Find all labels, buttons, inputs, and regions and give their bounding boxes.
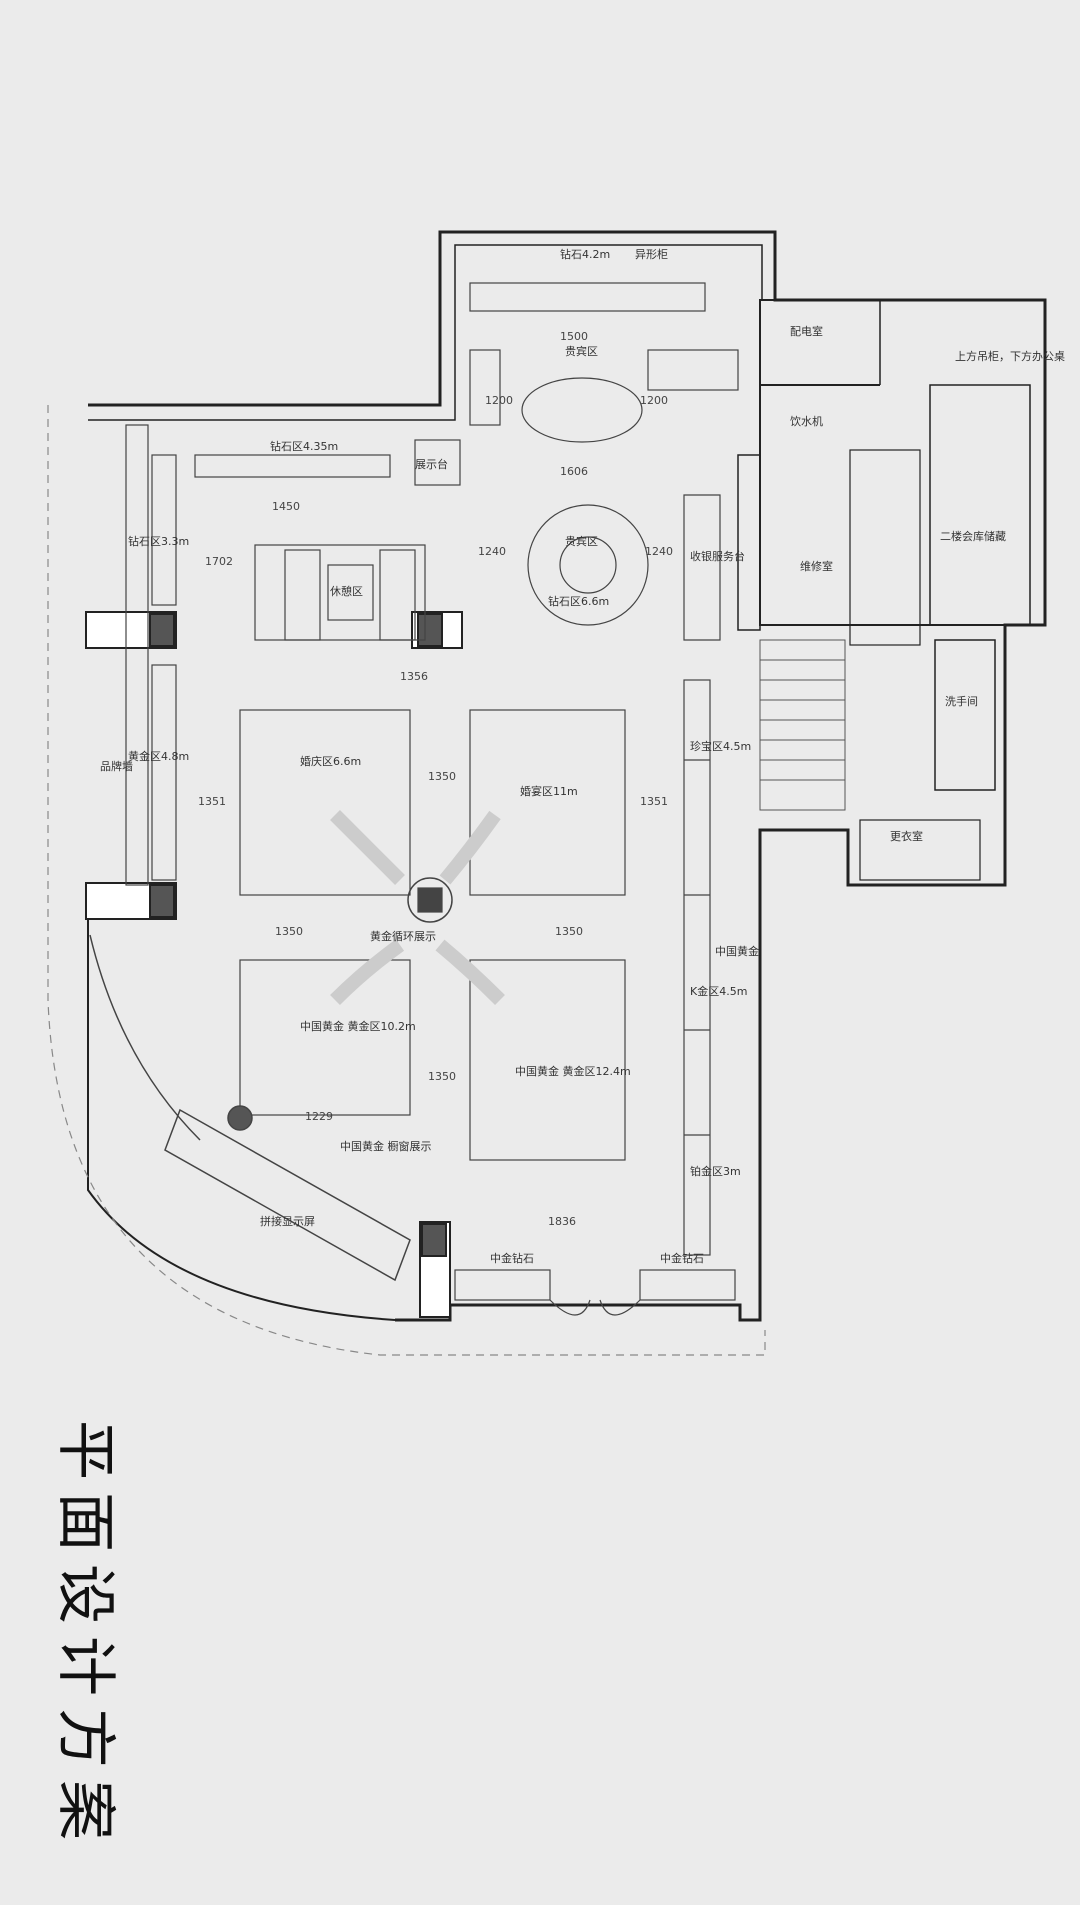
dim-label: 1350 <box>555 925 583 938</box>
zone-label: 婚庆区6.6m <box>300 754 361 768</box>
outer-wall <box>88 230 1047 1322</box>
left-cabinets <box>125 424 177 886</box>
dim-label: 1200 <box>640 394 668 407</box>
dim-label: 1836 <box>548 1215 576 1228</box>
room-label: 上方吊柜，下方办公桌 <box>955 349 1065 363</box>
dimension-labels: 1200 1200 1500 1606 1450 1702 1240 1240 … <box>198 330 673 1228</box>
room-label: 展示台 <box>415 457 448 471</box>
zone-label: 婚宴区11m <box>520 784 578 798</box>
room-label: 收银服务台 <box>690 549 745 563</box>
entrance <box>454 1269 736 1316</box>
room-label: 配电室 <box>790 324 823 338</box>
dim-label: 1350 <box>428 770 456 783</box>
dim-label: 1240 <box>645 545 673 558</box>
dim-label: 1229 <box>305 1110 333 1123</box>
zone-label: 铂金区3m <box>690 1164 741 1178</box>
zone-label: 珍宝区4.5m <box>690 739 751 753</box>
dim-label: 1351 <box>198 795 226 808</box>
zone-label: 钻石区4.35m <box>270 439 338 453</box>
dim-label: 1702 <box>205 555 233 568</box>
zone-label: 品牌墙 <box>100 759 133 773</box>
zone-label: 拼接显示屏 <box>260 1214 315 1228</box>
top-furniture <box>194 282 739 641</box>
zone-label: 异形柜 <box>635 248 668 261</box>
room-label: 更衣室 <box>890 829 923 843</box>
right-cabinets <box>683 679 711 1256</box>
dim-label: 1606 <box>560 465 588 478</box>
dim-label: 1200 <box>485 394 513 407</box>
front-display <box>89 934 411 1282</box>
room-label: 休憩区 <box>330 584 363 598</box>
zone-label: 贵宾区 <box>565 344 598 358</box>
zone-label: 钻石区6.6m <box>548 594 609 608</box>
title-block: 平面设计方案 <box>40 1420 130 1852</box>
zone-label: 钻石区3.3m <box>128 534 189 548</box>
dim-label: 1450 <box>272 500 300 513</box>
room-labels: 配电室 上方吊柜，下方办公桌 二楼会库储藏 维修室 洗手间 更衣室 收银服务台 … <box>330 324 1065 843</box>
zone-labels: 钻石4.2m 异形柜 贵宾区 贵宾区 婚庆区6.6m 婚宴区11m 中国黄金 黄… <box>100 247 759 1265</box>
zone-label: 中国黄金 黄金区12.4m <box>515 1064 631 1078</box>
dim-label: 1240 <box>478 545 506 558</box>
zone-label: 黄金区4.8m <box>128 749 189 763</box>
dim-label: 1351 <box>640 795 668 808</box>
zone-label: 中金钻石 <box>660 1251 704 1265</box>
zone-label: 中国黄金 <box>715 944 759 958</box>
inner-wall <box>88 244 763 421</box>
zone-label: 中国黄金 黄金区10.2m <box>300 1019 416 1033</box>
zone-label: K金区4.5m <box>690 984 747 998</box>
zone-label: 黄金循环展示 <box>370 929 436 943</box>
pillars <box>85 611 463 1318</box>
dim-label: 1350 <box>275 925 303 938</box>
zone-label: 钻石4.2m <box>560 247 610 261</box>
staircase <box>759 639 846 811</box>
room-label: 饮水机 <box>790 414 823 428</box>
room-label: 二楼会库储藏 <box>940 529 1006 543</box>
center-counters <box>239 709 626 1161</box>
zone-label: 中国黄金 橱窗展示 <box>340 1139 432 1153</box>
dashed-boundary <box>47 405 766 1356</box>
toilet-block <box>934 639 996 791</box>
room-label: 洗手间 <box>945 694 978 708</box>
zone-label: 中金钻石 <box>490 1251 534 1265</box>
room-label: 维修室 <box>800 559 833 573</box>
service-block <box>759 299 1046 626</box>
dim-label: 1356 <box>400 670 428 683</box>
curved-wall <box>87 900 396 1321</box>
dim-label: 1350 <box>428 1070 456 1083</box>
page-title: 平面设计方案 <box>50 1420 120 1852</box>
zone-label: 贵宾区 <box>565 534 598 548</box>
dim-label: 1500 <box>560 330 588 343</box>
